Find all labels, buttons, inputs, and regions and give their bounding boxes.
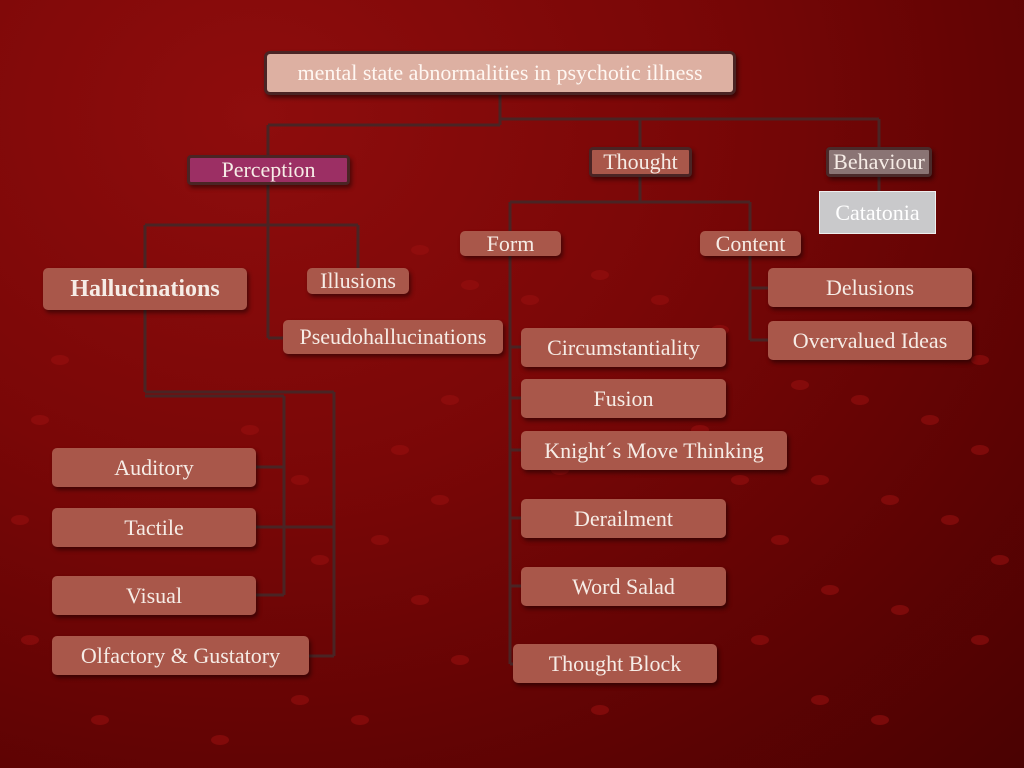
node-word-salad: Word Salad: [521, 567, 726, 606]
node-behaviour: Behaviour: [826, 147, 932, 177]
node-derailment: Derailment: [521, 499, 726, 538]
node-catatonia: Catatonia: [819, 191, 936, 234]
node-olfactory-gustatory: Olfactory & Gustatory: [52, 636, 309, 675]
diagram-title: mental state abnormalities in psychotic …: [264, 51, 736, 95]
node-fusion: Fusion: [521, 379, 726, 418]
node-illusions: Illusions: [307, 268, 409, 294]
node-thought: Thought: [589, 147, 692, 177]
node-auditory: Auditory: [52, 448, 256, 487]
node-perception: Perception: [187, 155, 350, 185]
node-thought-block: Thought Block: [513, 644, 717, 683]
node-overvalued-ideas: Overvalued Ideas: [768, 321, 972, 360]
node-visual: Visual: [52, 576, 256, 615]
node-content: Content: [700, 231, 801, 256]
node-circumstantiality: Circumstantiality: [521, 328, 726, 367]
node-form: Form: [460, 231, 561, 256]
node-hallucinations: Hallucinations: [43, 268, 247, 310]
node-pseudohallucinations: Pseudohallucinations: [283, 320, 503, 354]
node-knights-move-thinking: Knight´s Move Thinking: [521, 431, 787, 470]
node-tactile: Tactile: [52, 508, 256, 547]
node-delusions: Delusions: [768, 268, 972, 307]
